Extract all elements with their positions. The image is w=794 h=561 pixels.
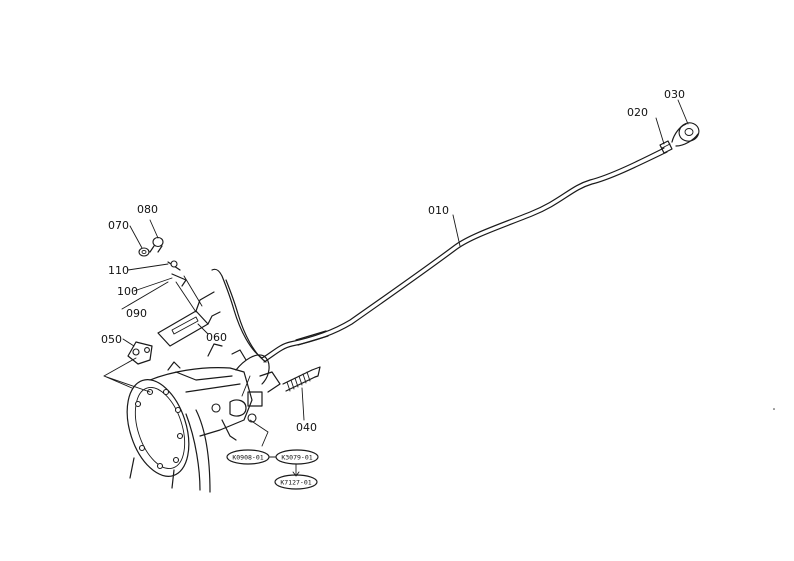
label-020: 020 <box>627 106 648 119</box>
label-060: 060 <box>206 331 227 344</box>
nut-020 <box>659 140 673 154</box>
ref-k7127: K7127-01 <box>280 479 311 487</box>
ref-k3079: K3079-01 <box>281 454 312 462</box>
label-070: 070 <box>108 219 129 232</box>
transmission-housing <box>126 343 281 493</box>
label-090: 090 <box>126 307 147 320</box>
clip-100 <box>171 273 187 287</box>
label-080: 080 <box>137 203 158 216</box>
label-110: 110 <box>108 264 129 277</box>
ref-k0908: K0908-01 <box>232 454 263 462</box>
leader-lines <box>103 99 689 421</box>
label-040: 040 <box>296 421 317 434</box>
stray-dot <box>773 408 775 410</box>
label-010: 010 <box>428 204 449 217</box>
bolt-080 <box>149 236 164 253</box>
label-030: 030 <box>664 88 685 101</box>
knob-030 <box>671 122 700 147</box>
nut-070 <box>138 247 150 257</box>
bracket-050 <box>127 341 153 365</box>
reference-ovals: K0908-01 K3079-01 K7127-01 <box>226 449 319 490</box>
rod-010 <box>211 147 668 363</box>
spring-040 <box>282 366 321 392</box>
bolt-110 <box>167 260 181 271</box>
bracket-060 <box>157 275 221 347</box>
part-labels: 010 020 030 040 050 060 070 080 090 100 … <box>101 88 685 434</box>
label-100: 100 <box>117 285 138 298</box>
label-050: 050 <box>101 333 122 346</box>
